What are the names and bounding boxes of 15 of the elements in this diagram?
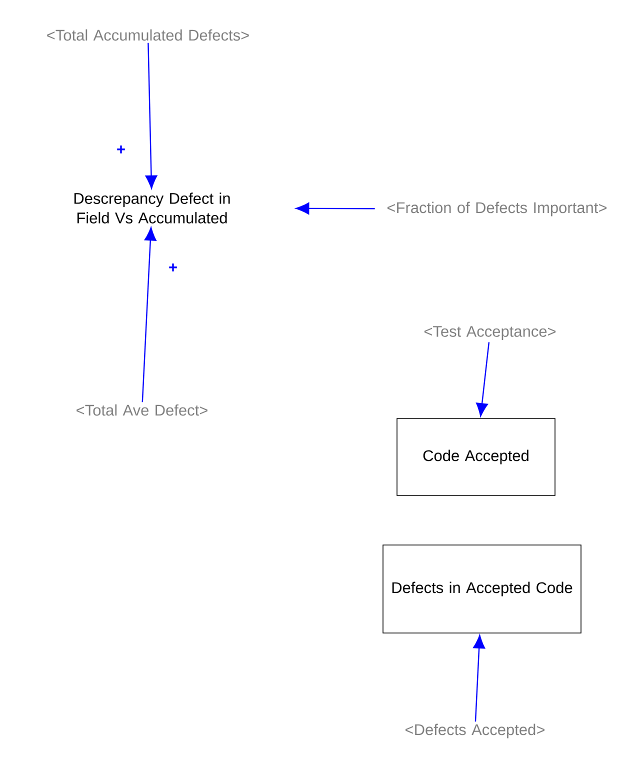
shadow-variable-label: <Fraction of Defects Important> — [388, 202, 606, 216]
shadow-variable-label: <Defects Accepted> — [406, 724, 544, 738]
arrow — [142, 227, 156, 402]
stock-box: Defects in Accepted Code — [382, 544, 582, 634]
shadow-variable-label: <Total Ave Defect> — [76, 404, 208, 416]
shadow-variable-label: <Total Accumulated Defects> — [47, 29, 249, 41]
arrow — [473, 634, 486, 722]
arrow — [476, 342, 490, 417]
polarity-sign: + — [169, 263, 177, 272]
stock-box: Code Accepted — [396, 418, 556, 496]
polarity-sign: + — [117, 145, 125, 154]
arrow — [296, 202, 375, 214]
arrow — [145, 42, 158, 189]
variable-label: Descrepancy Defect in Field Vs Accumulated — [74, 192, 230, 224]
shadow-variable-label: <Test Acceptance> — [424, 326, 556, 340]
